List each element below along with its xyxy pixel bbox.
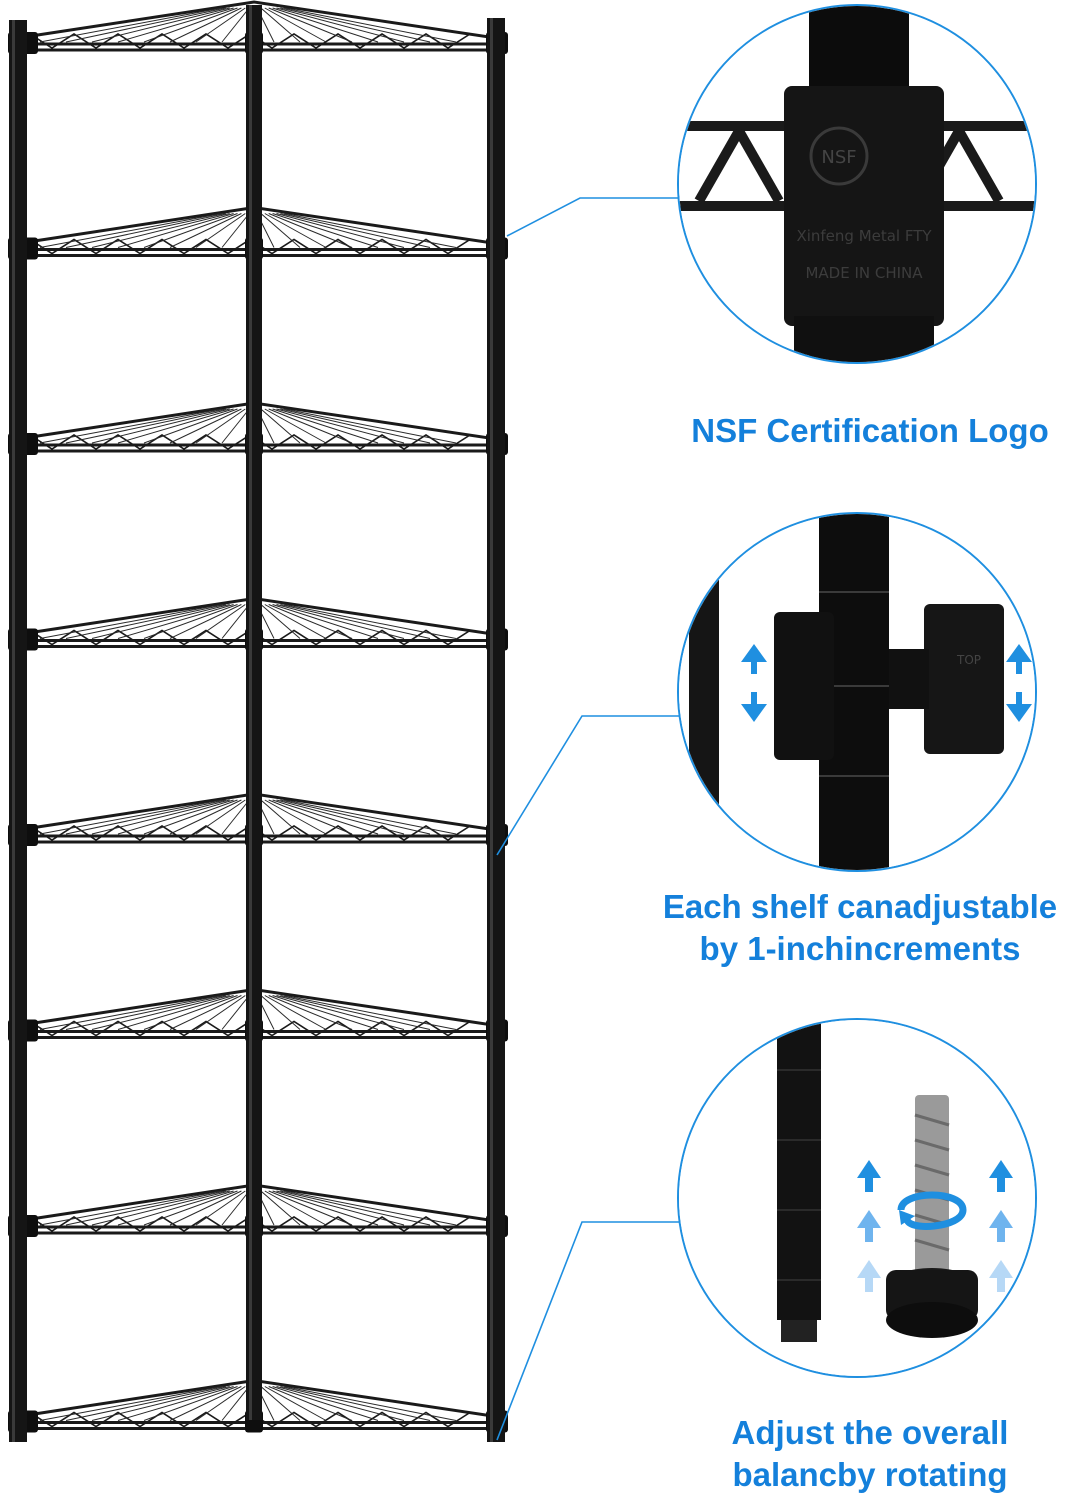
nsf-stamp-text: NSF [821,147,856,168]
leveling-caption: Adjust the overall balancby rotating [731,1414,1009,1493]
left-post [9,20,27,1442]
nsf-seal [809,126,869,186]
corner-shelf-image [8,0,508,1442]
rotate-icon [897,1191,967,1230]
adjustable-caption: Each shelf canadjustable by 1-inchincrem… [662,888,1058,967]
adjustable-shelf-detail: TOP [677,512,1037,872]
right-post [487,18,505,1442]
arrow-up-down-icon [1006,644,1032,722]
manufacturer-stamp-text: Xinfeng Metal FTY [796,227,932,245]
nsf-logo-detail: NSF Xinfeng Metal FTY MADE IN CHINA [677,4,1037,364]
arrow-up-icon [989,1160,1013,1292]
leveling-foot-detail [677,1018,1037,1378]
center-post [246,5,262,1420]
top-stamp-text: TOP [956,653,981,667]
arrow-up-icon [857,1160,881,1292]
arrow-up-down-icon [741,644,767,722]
nsf-caption: NSF Certification Logo [691,412,1049,449]
origin-stamp-text: MADE IN CHINA [805,264,923,282]
